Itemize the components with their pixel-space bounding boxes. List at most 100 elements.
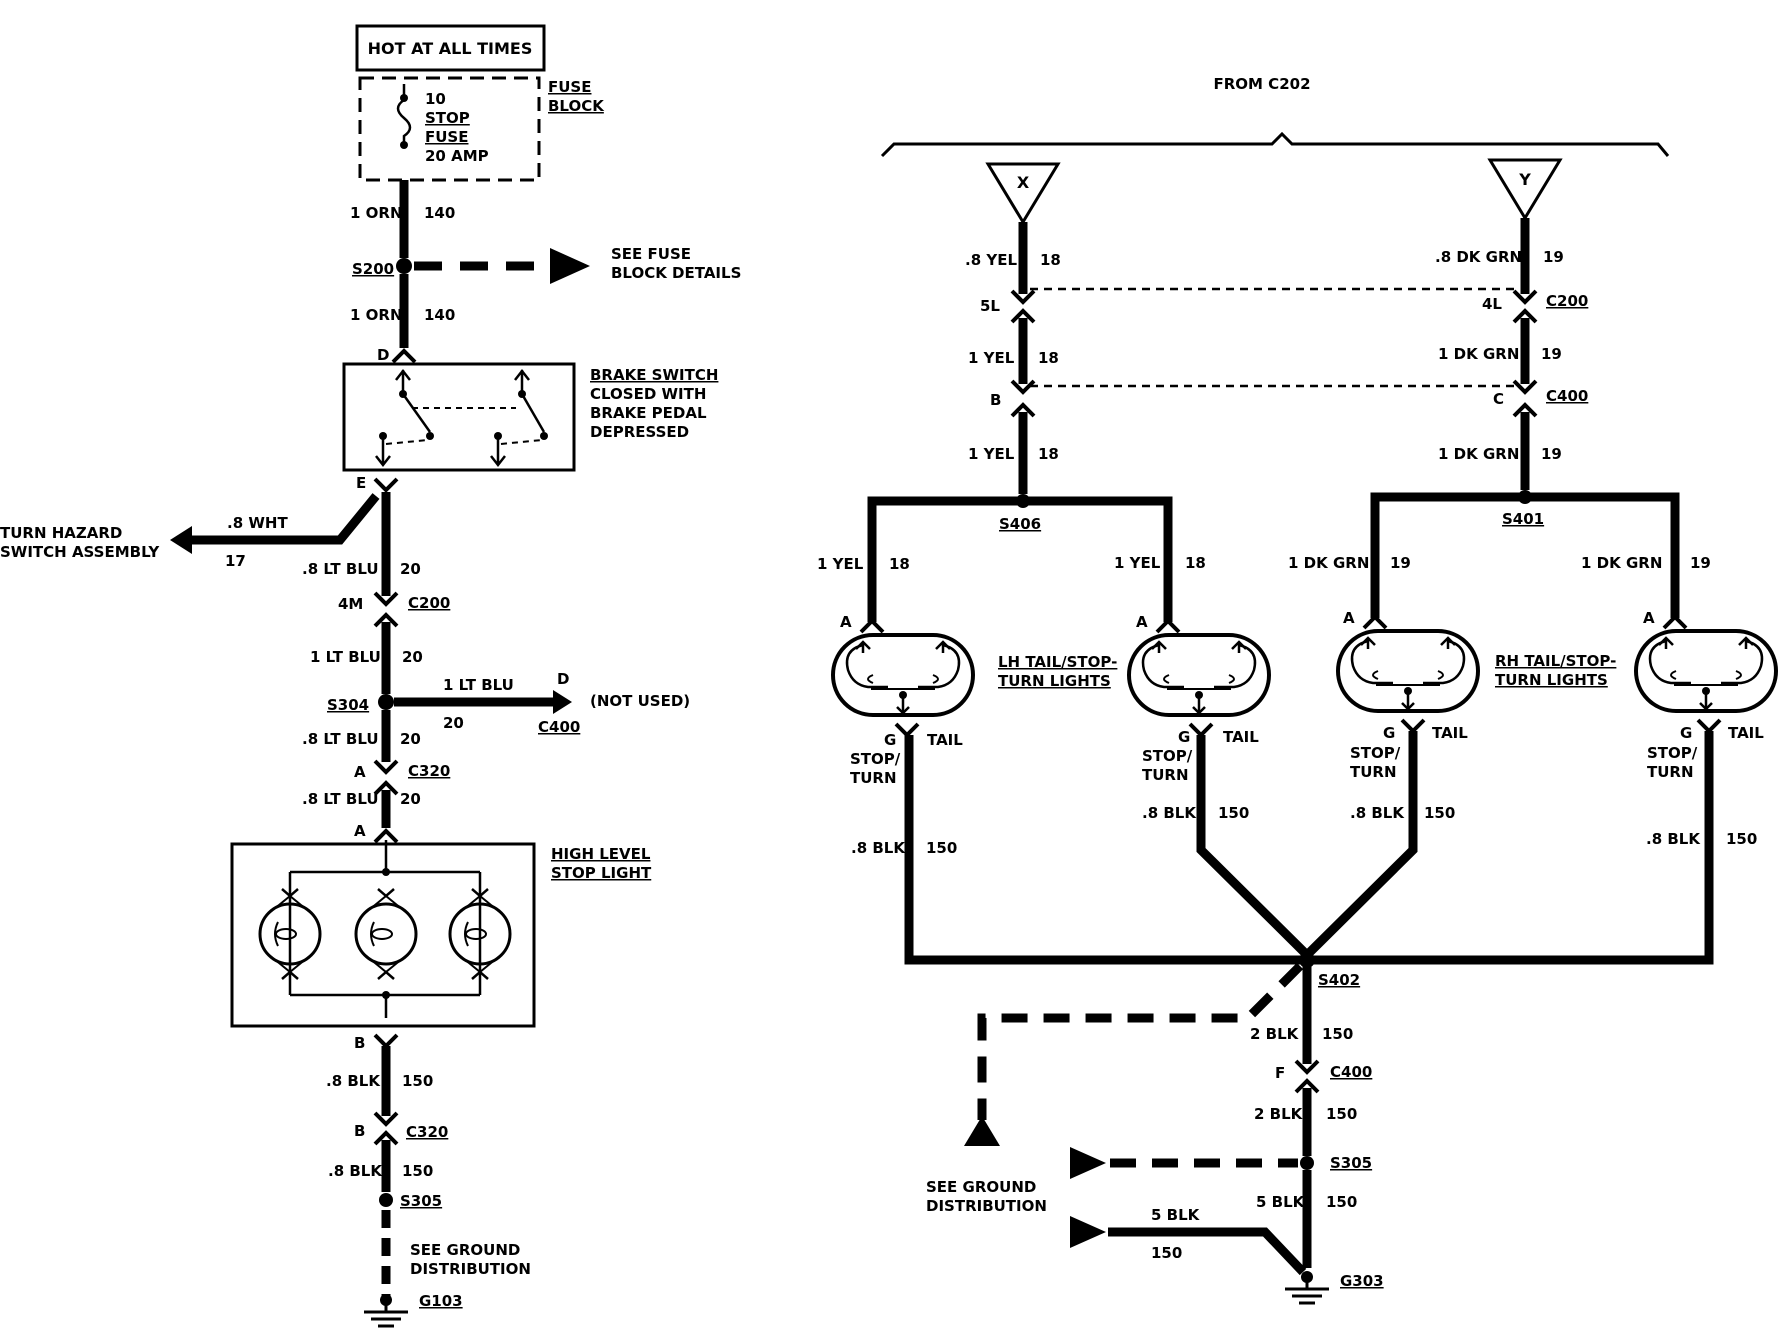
pin-e-label: E (356, 474, 366, 492)
brake-switch-label-2: CLOSED WITH (590, 385, 706, 403)
wire-gauge-label: 1 DK GRN (1581, 554, 1662, 572)
splice-s305-right (1300, 1156, 1314, 1170)
wire-circuit-label: 150 (1326, 1105, 1357, 1123)
connector-y (1487, 158, 1563, 221)
wire-circuit-label: 20 (400, 790, 421, 808)
wire-gauge-label: 2 BLK (1250, 1025, 1300, 1043)
fuse-block-outline (358, 76, 541, 182)
wire-circuit-label: 150 (1424, 804, 1455, 822)
hot-at-all-times-box (355, 24, 546, 72)
c200-label: C200 (408, 594, 450, 612)
pin-b-label: B (354, 1034, 365, 1052)
stop-label: STOP/ (1647, 744, 1698, 762)
fuse-symbol (396, 84, 412, 148)
wire-gauge-label: 5 BLK (1256, 1193, 1306, 1211)
see-fuse-label-2: BLOCK DETAILS (611, 264, 741, 282)
c400-label: C400 (1546, 387, 1588, 405)
brake-switch-label-4: DEPRESSED (590, 423, 689, 441)
s200-label: S200 (352, 260, 394, 278)
wire-circuit-label: 19 (1541, 445, 1562, 463)
wire-circuit-label: 18 (1185, 554, 1206, 572)
ground-distribution-label-2: DISTRIBUTION (926, 1197, 1047, 1215)
wire-circuit-label: 19 (1390, 554, 1411, 572)
wire-circuit-label: 20 (402, 648, 423, 666)
ground-distribution-label-1: SEE GROUND (926, 1178, 1036, 1196)
lamp-rh-outer (1634, 629, 1778, 713)
wire-gauge-label: .8 LT BLU (302, 560, 379, 578)
brake-switch-contacts (375, 368, 546, 468)
from-c202-label: FROM C202 (1213, 75, 1310, 93)
wire-circuit-label: 19 (1541, 345, 1562, 363)
wire-gauge-label: .8 LT BLU (302, 730, 379, 748)
stop-label: STOP/ (1142, 747, 1193, 765)
pin-d-label: D (377, 346, 389, 364)
wire-gauge-label: .8 BLK (1646, 830, 1701, 848)
wire-circuit-label: 20 (400, 560, 421, 578)
turn-label: TURN (1647, 763, 1694, 781)
ground-feed-arrow (1070, 1216, 1106, 1248)
high-level-label-1: HIGH LEVEL (551, 845, 651, 863)
wire-circuit-label: 19 (1690, 554, 1711, 572)
wire-17-wht (190, 493, 380, 545)
splice-s305-left (379, 1193, 393, 1207)
wire-gauge-label: 1 DK GRN (1438, 345, 1519, 363)
wire-gauge-label: 1 DK GRN (1288, 554, 1369, 572)
c200-label: C200 (1546, 292, 1588, 310)
pin-f-label: F (1275, 1064, 1285, 1082)
fuse-label-3: FUSE (425, 128, 468, 146)
fuse-label-4: 20 AMP (425, 147, 489, 165)
turn-label: TURN (1350, 763, 1397, 781)
c320-label: C320 (406, 1123, 448, 1141)
pin-4m-label: 4M (338, 595, 363, 613)
wire-circuit-label: 150 (1326, 1193, 1357, 1211)
wire-gauge-label: 1 YEL (817, 555, 864, 573)
wire-gauge-label: .8 YEL (965, 251, 1017, 269)
turn-hazard-label-1: TURN HAZARD (0, 524, 122, 542)
wire-circuit-label: 150 (1726, 830, 1757, 848)
pin-a-label: A (840, 613, 852, 631)
turn-label: TURN (1142, 766, 1189, 784)
high-level-label-2: STOP LIGHT (551, 864, 652, 882)
brake-switch-box (342, 362, 576, 472)
c400-label: C400 (538, 718, 580, 736)
fuse-label-1: 10 (425, 90, 446, 108)
wire-circuit-label: 140 (424, 204, 455, 222)
tail-label: TAIL (1432, 724, 1468, 742)
pin-a-label: A (354, 822, 366, 840)
wire-circuit-label: 150 (1322, 1025, 1353, 1043)
pin-g-label: G (1680, 724, 1692, 742)
right-circuit: FROM C202 X Y .8 YEL 18 5L 1 YEL 18 B 1 … (817, 75, 1778, 1305)
s402-label: S402 (1318, 971, 1360, 989)
wire-gauge-label: 1 YEL (968, 349, 1015, 367)
ground-g303-icon (1283, 1275, 1331, 1305)
s305-label: S305 (400, 1192, 442, 1210)
wire-circuit-label: 19 (1543, 248, 1564, 266)
s406-label: S406 (999, 515, 1041, 533)
wire-circuit-label: 140 (424, 306, 455, 324)
s305-label: S305 (1330, 1154, 1372, 1172)
hot-label: HOT AT ALL TIMES (368, 39, 533, 58)
ground-dist-arrow-up (964, 1116, 1000, 1146)
brake-switch-label-1: BRAKE SWITCH (590, 366, 718, 384)
wire-gauge-label: 1 ORN (350, 204, 403, 222)
pin-c-label: C (1493, 390, 1504, 408)
pin-g-label: G (1178, 728, 1190, 746)
wire-gauge-label: .8 LT BLU (302, 790, 379, 808)
wire-gauge-label: 2 BLK (1254, 1105, 1304, 1123)
tail-label: TAIL (1223, 728, 1259, 746)
g103-label: G103 (419, 1292, 463, 1310)
wire-circuit-label: 150 (1151, 1244, 1182, 1262)
wire-circuit-label: 150 (926, 839, 957, 857)
wire-circuit-label: 150 (402, 1072, 433, 1090)
pin-a-label: A (1136, 613, 1148, 631)
fuse-details-arrow (550, 248, 590, 284)
wire-gauge-label: .8 BLK (326, 1072, 381, 1090)
left-circuit: HOT AT ALL TIMES 10 STOP FUSE 20 AMP FUS… (0, 24, 741, 1328)
wire-gauge-label: 1 YEL (968, 445, 1015, 463)
wire-gauge-label: 1 LT BLU (443, 676, 514, 694)
turn-label: TURN (850, 769, 897, 787)
lamp-rh-inner (1336, 629, 1480, 713)
wire-circuit-label: 150 (1218, 804, 1249, 822)
pin-5l-label: 5L (980, 297, 1000, 315)
